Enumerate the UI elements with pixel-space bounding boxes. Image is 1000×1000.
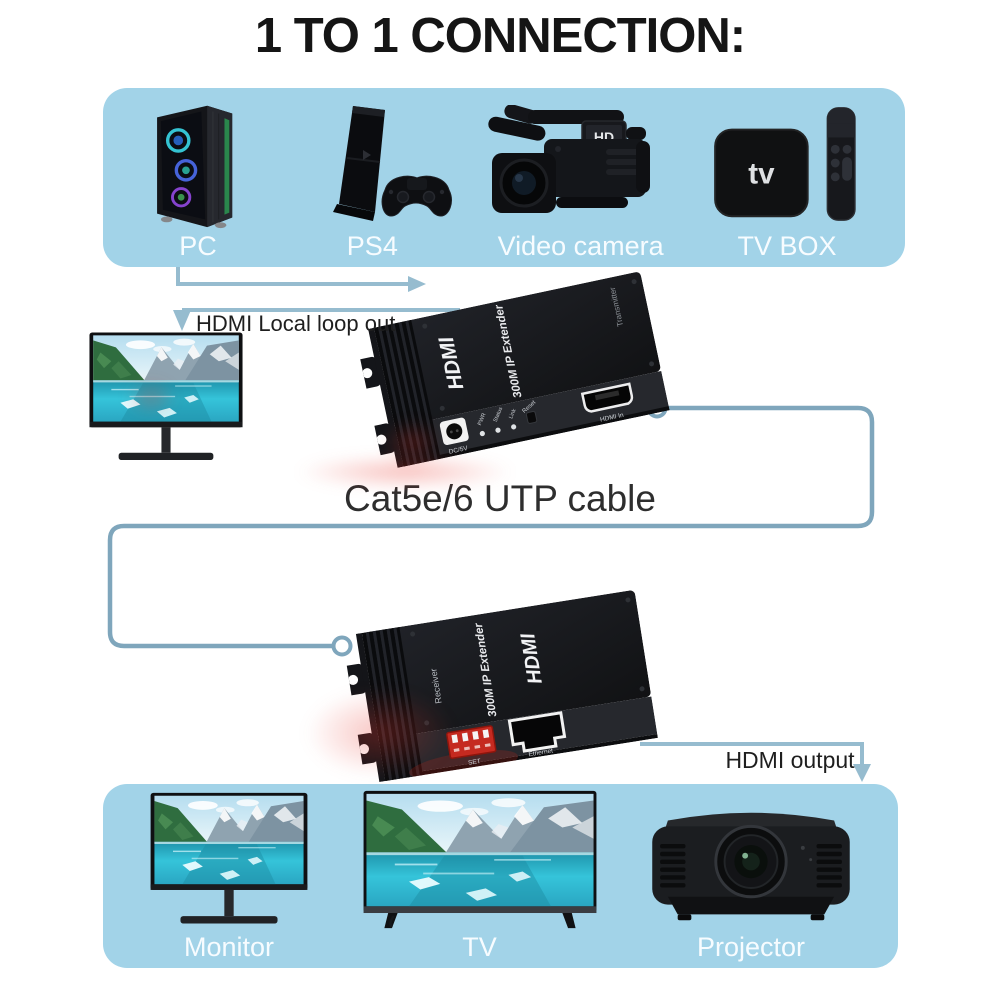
display-monitor: Monitor	[137, 791, 321, 962]
vent-right	[816, 843, 842, 888]
tv-box-icon: tv	[714, 107, 856, 221]
display-label-tv: TV	[462, 932, 497, 962]
heatsink-fins	[368, 319, 441, 468]
display-label-projector: Projector	[696, 932, 806, 962]
arrow-sources-to-transmitter	[176, 267, 408, 286]
arrowhead-down-output-icon	[853, 764, 871, 782]
transmitter-box-icon: HDMI 300M IP Extender Transmitter DC/5V …	[355, 272, 670, 468]
source-label-tv-box: TV BOX	[737, 231, 837, 261]
transmitter-led-status-label: Status	[493, 406, 505, 423]
loopout-label: HDMI Local loop out	[196, 311, 396, 336]
cable-connector-receiver-icon	[331, 635, 353, 657]
vent-left	[660, 843, 686, 888]
receiver-device: HDMI 300M IP Extender Receiver SET Ether…	[341, 590, 658, 784]
monitor-icon	[150, 792, 308, 924]
video-camera-icon: HD	[488, 105, 650, 213]
transmitter-hdmi-in-label: HDMI In	[600, 412, 625, 424]
heatsink-fins	[355, 627, 423, 783]
monitor-icon	[89, 332, 243, 461]
arrowhead-down-loopout-icon	[173, 310, 191, 331]
displays-panel: Monitor TV	[103, 784, 898, 968]
transmitter-device: HDMI 300M IP Extender Transmitter DC/5V …	[354, 271, 670, 471]
transmitter-led-link-label: Link	[508, 408, 518, 420]
output-label: HDMI output	[725, 747, 855, 773]
utp-cable-line	[107, 405, 875, 649]
source-label-ps4: PS4	[346, 231, 398, 261]
pc-tower-icon	[157, 105, 233, 229]
source-label-pc: PC	[179, 231, 217, 261]
page-title: 1 TO 1 CONNECTION:	[254, 9, 746, 63]
source-tv-box: tv TV BOX	[703, 102, 871, 261]
tv-icon	[363, 790, 596, 929]
source-video-camera: HD Video camera	[486, 105, 676, 261]
display-tv: TV	[354, 789, 606, 962]
arrowhead-right-icon	[408, 276, 426, 292]
loopout-monitor	[84, 330, 248, 468]
sources-panel: PC PS	[103, 88, 905, 267]
tv-box-logo: tv	[748, 158, 775, 191]
ethernet-port-icon	[507, 711, 567, 753]
ps4-console-icon	[333, 106, 453, 221]
cable-label: Cat5e/6 UTP cable	[344, 478, 656, 519]
projector-icon	[652, 812, 850, 921]
display-label-monitor: Monitor	[183, 932, 275, 962]
display-projector: Projector	[638, 799, 864, 962]
hdmi-output-line	[640, 742, 864, 764]
receiver-ethernet-label: Ethernet	[528, 748, 554, 759]
source-pc: PC	[137, 100, 259, 261]
source-label-video-camera: Video camera	[497, 231, 664, 261]
source-ps4: PS4	[286, 100, 458, 261]
transmitter-power-label: DC/5V	[448, 445, 469, 456]
receiver-dip-label: SET	[468, 758, 482, 767]
receiver-box-icon: HDMI 300M IP Extender Receiver SET Ether…	[341, 590, 658, 783]
transmitter-led-pwr-label: PWR	[477, 412, 488, 426]
